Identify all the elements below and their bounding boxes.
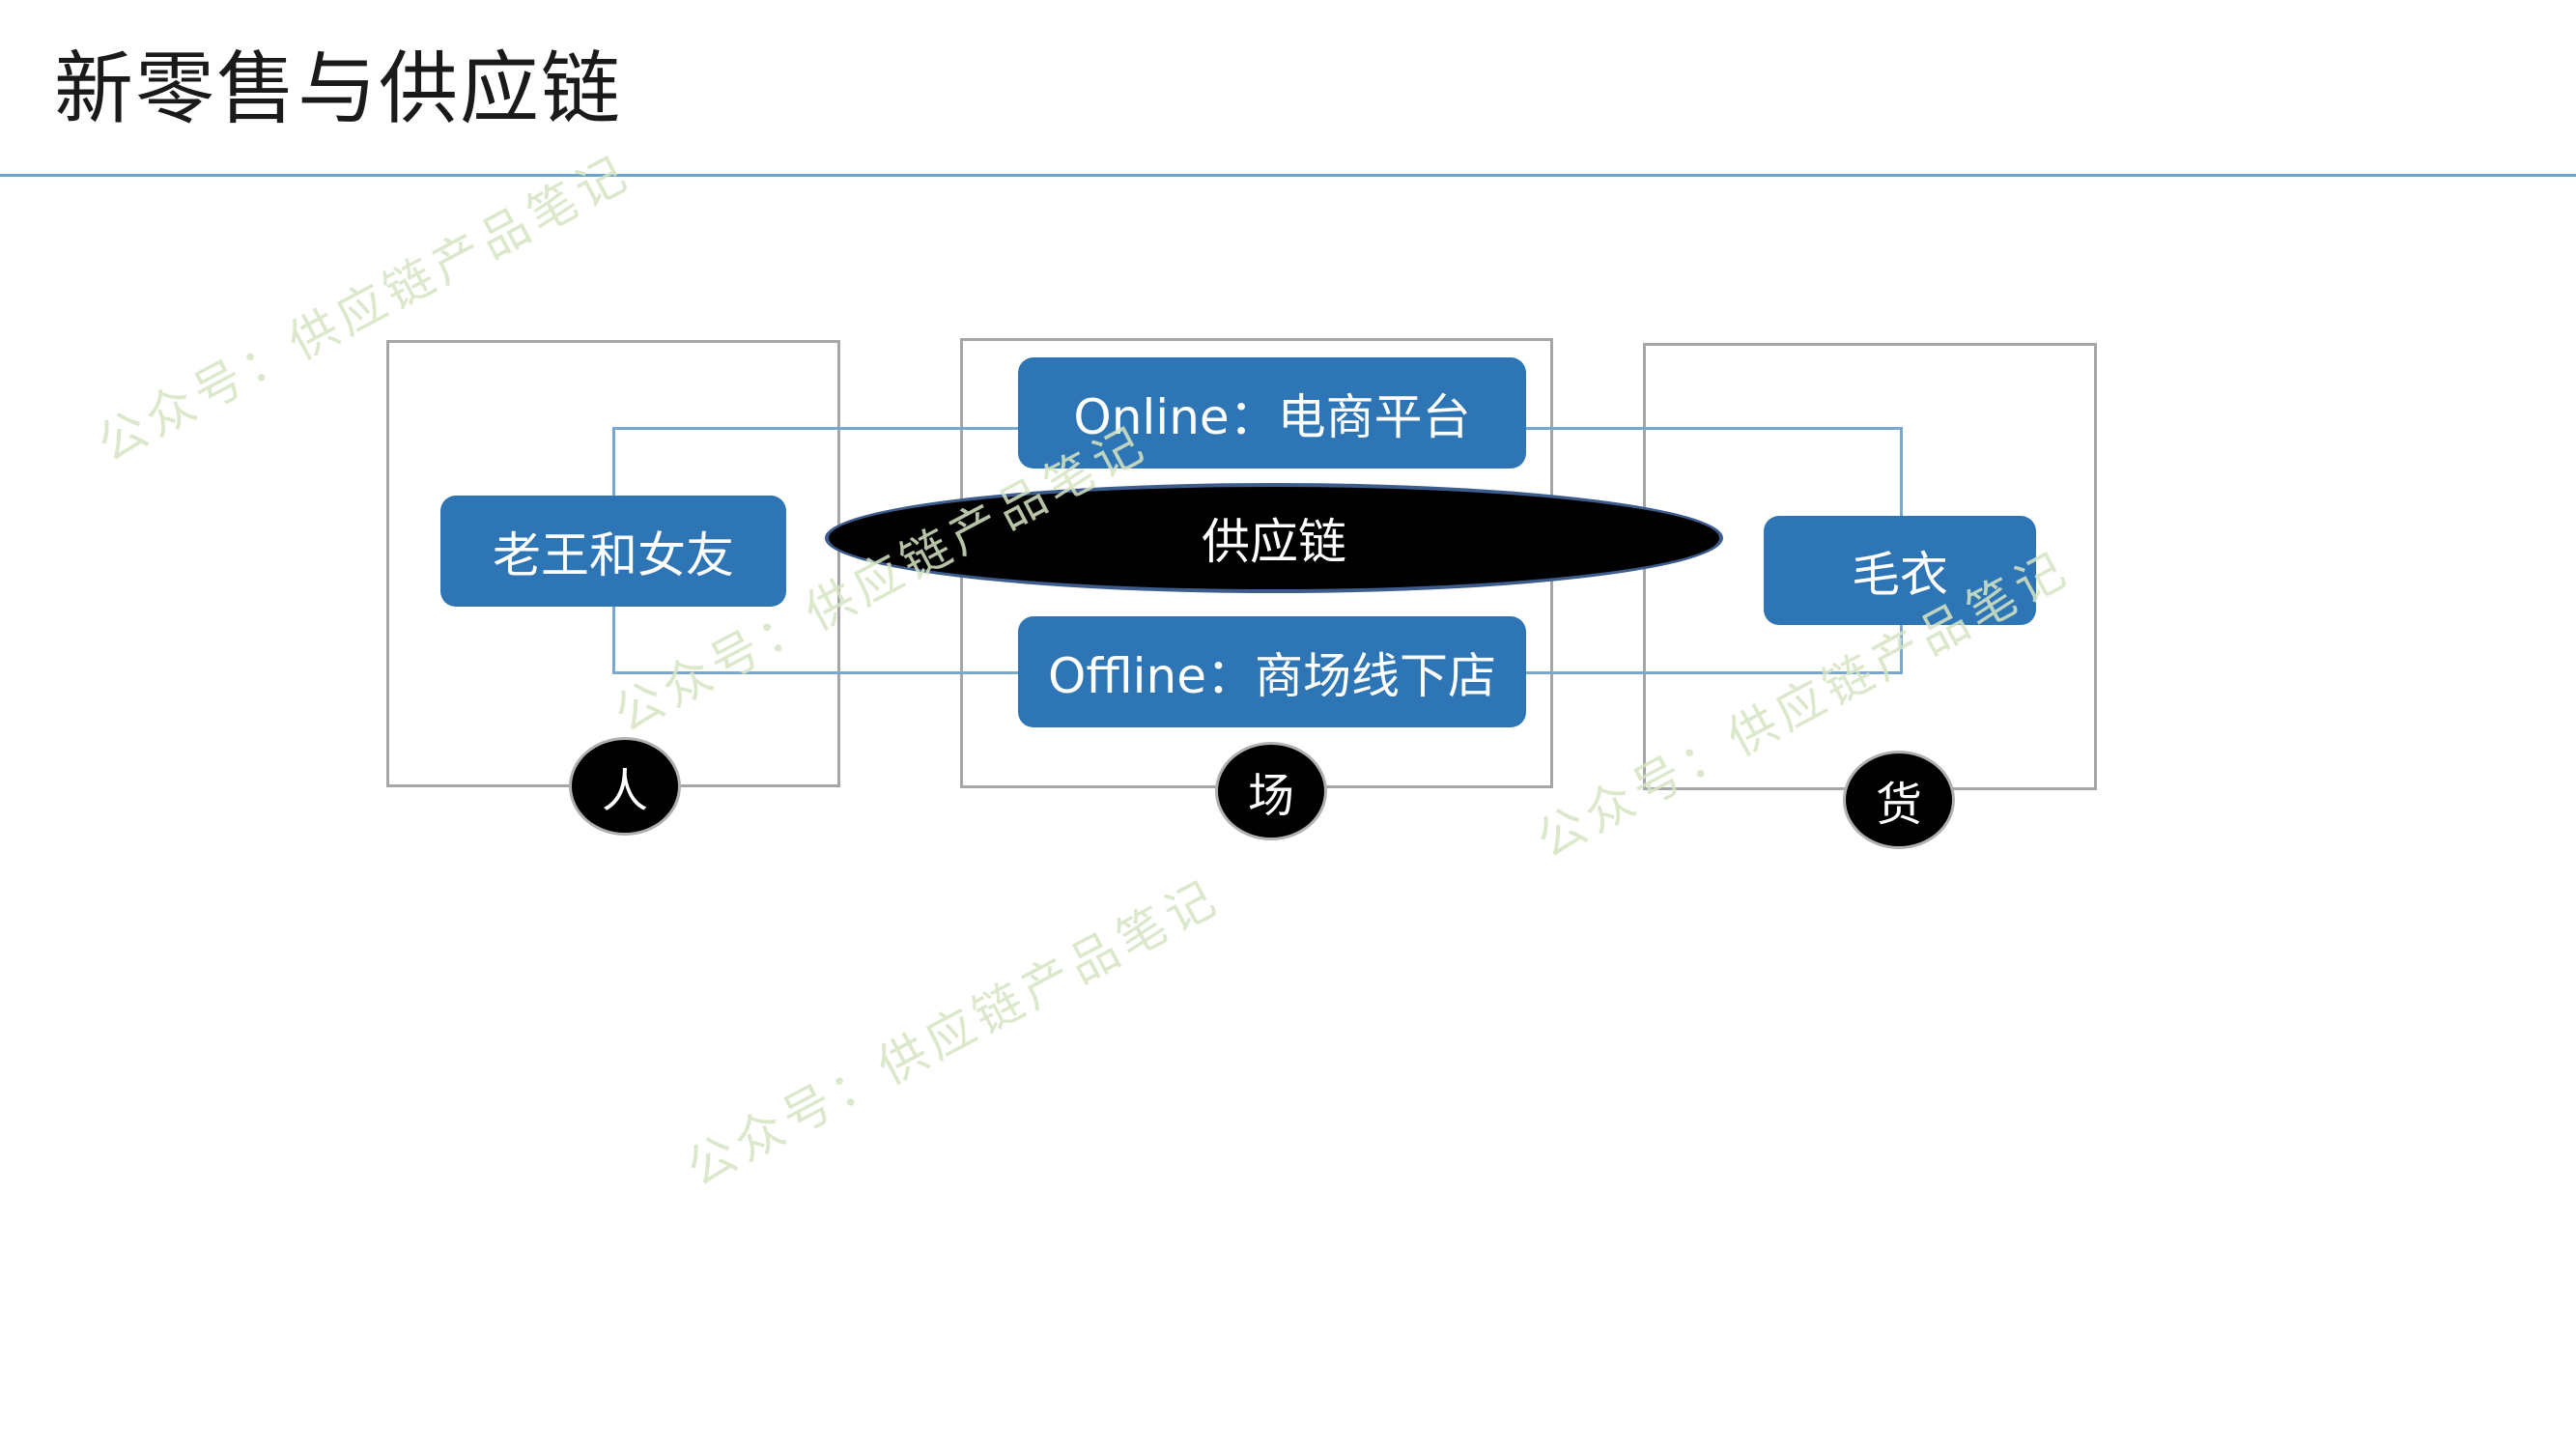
online-channel-label: Online：电商平台	[1073, 388, 1471, 445]
person-badge-label: 人	[601, 764, 648, 818]
watermark: 公众号：供应链产品笔记	[677, 867, 1230, 1198]
place-badge-label: 场	[1247, 769, 1294, 823]
offline-channel-box: Offline：商场线下店	[1018, 616, 1526, 727]
title-divider	[0, 174, 2576, 177]
page-title: 新零售与供应链	[54, 43, 623, 135]
supply-chain-label: 供应链	[1202, 514, 1346, 570]
person-box: 老王和女友	[440, 496, 786, 607]
goods-badge: 货	[1843, 751, 1955, 849]
goods-label: 毛衣	[1852, 546, 1948, 603]
person-label: 老王和女友	[493, 526, 734, 583]
supply-chain-oval: 供应链	[825, 483, 1723, 593]
place-badge: 场	[1215, 742, 1327, 840]
goods-box: 毛衣	[1764, 516, 2036, 625]
offline-channel-label: Offline：商场线下店	[1047, 647, 1497, 704]
online-channel-box: Online：电商平台	[1018, 357, 1526, 469]
person-badge: 人	[569, 737, 681, 836]
goods-badge-label: 货	[1875, 778, 1922, 832]
